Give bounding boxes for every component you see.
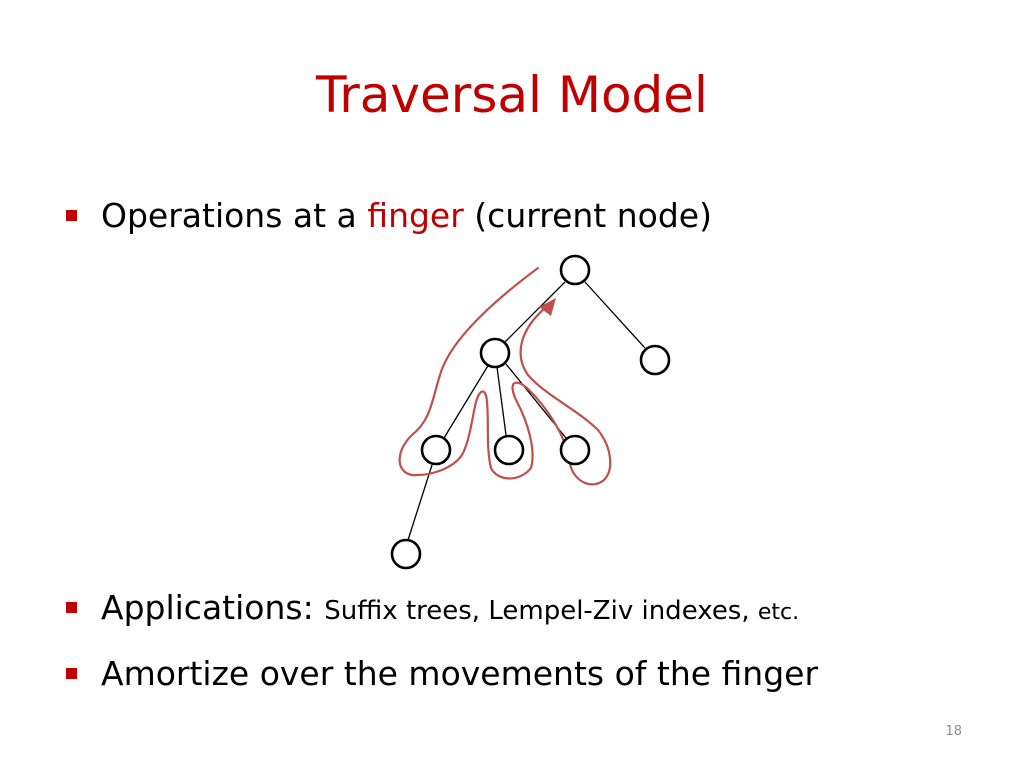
tree-edges	[407, 281, 646, 541]
applications-etc: etc.	[757, 600, 800, 625]
tree-node-root	[559, 254, 591, 286]
bullet-square-icon	[66, 668, 77, 679]
bullet-square-icon	[66, 210, 77, 221]
tree-node-right	[639, 344, 671, 376]
arrow-head-icon	[539, 298, 556, 316]
tree-edge	[443, 363, 490, 439]
bullet-square-icon	[66, 602, 77, 613]
tree-node-child	[559, 434, 591, 466]
tree-edge	[496, 366, 507, 436]
bullet-text: Applications: Suffix trees, Lempel-Ziv i…	[101, 588, 799, 633]
traversal-path	[398, 266, 612, 486]
applications-detail: Suffix trees, Lempel-Ziv indexes,	[324, 596, 758, 626]
bullet-text: Operations at a finger (current node)	[101, 196, 712, 236]
tree-nodes	[390, 254, 671, 570]
slide-title: Traversal Model	[316, 66, 708, 124]
tree-node-leaf	[390, 538, 422, 570]
slide-number: 18	[945, 724, 962, 739]
bullet-text: Amortize over the movements of the finge…	[101, 654, 819, 693]
applications-label: Applications:	[101, 588, 325, 627]
tree-edge	[584, 281, 646, 349]
tree-node-child	[493, 434, 525, 466]
finger-highlight: finger	[367, 196, 464, 235]
tree-node-child	[420, 434, 452, 466]
tree-edge	[407, 464, 433, 541]
bullet-text-post: (current node)	[463, 196, 712, 235]
bullet-text-pre: Operations at a	[101, 196, 368, 235]
tree-node-finger	[479, 337, 511, 369]
tree-edge	[503, 281, 566, 344]
